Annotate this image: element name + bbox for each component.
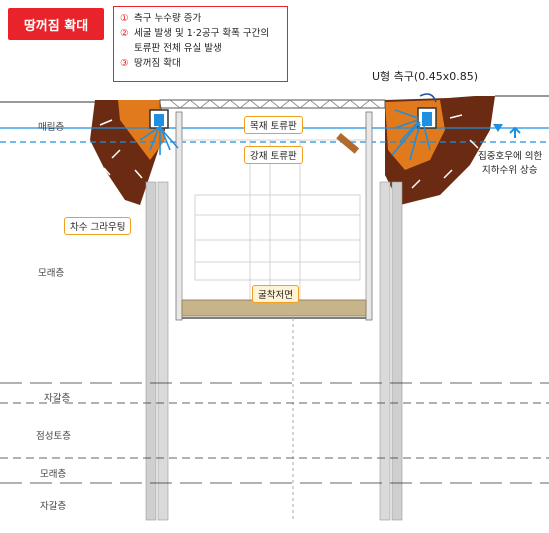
left-pile-outer — [145, 181, 157, 521]
legend-text: 측구 누수량 증가 — [134, 13, 202, 24]
overflow-arrow — [419, 93, 437, 103]
top-strut-truss — [169, 99, 381, 109]
legend-text: 땅꺼짐 확대 — [134, 58, 181, 69]
u-ditch-label: U형 측구(0.45x0.85) — [372, 70, 478, 83]
grouting-tag: 차수 그라우팅 — [64, 217, 132, 235]
layer-clay-label: 점성토층 — [36, 431, 71, 442]
ground-surface-line — [0, 95, 549, 103]
legend-box: ① 측구 누수량 증가 ② 세굴 발생 및 1·2공구 확폭 구간의 토류판 전… — [113, 6, 288, 82]
wood-panel-tag: 목재 토류판 — [244, 116, 303, 134]
legend-item-2: ② 세굴 발생 및 1·2공구 확폭 구간의 — [120, 26, 281, 41]
layer-gravel2-label: 자갈층 — [40, 501, 67, 512]
layer-fill-label: 매립층 — [38, 122, 65, 133]
groundwater-label: 집중호우에 의한 — [478, 151, 543, 162]
legend-text: 토류판 전체 유실 발생 — [134, 43, 222, 54]
right-pile-inner — [379, 181, 391, 521]
steel-panel-tag: 강재 토류판 — [244, 146, 303, 164]
legend-number: ① — [120, 13, 129, 24]
legend-item-3: ③ 땅꺼짐 확대 — [120, 56, 281, 71]
title-badge: 땅꺼짐 확대 — [8, 8, 104, 40]
legend-item-2-cont: 토류판 전체 유실 발생 — [120, 41, 281, 56]
water-rise-arrow — [509, 126, 521, 138]
layer-gravel1-label: 자갈층 — [44, 393, 71, 404]
excavation-floor-tag: 굴착저면 — [252, 285, 299, 303]
top-strut — [159, 99, 386, 109]
soil-movement-arrows — [99, 114, 479, 189]
groundwater-label-2: 지하수위 상승 — [482, 165, 538, 176]
right-pile-outer — [391, 181, 403, 521]
layer-sand1-label: 모래층 — [38, 268, 65, 279]
right-wall-panel — [365, 111, 373, 321]
legend-number: ③ — [120, 58, 129, 69]
water-level-marker — [493, 124, 503, 132]
left-wall-panel — [175, 111, 183, 321]
left-u-ditch-water — [154, 114, 164, 126]
fallen-panel — [336, 132, 360, 154]
interior-struts — [194, 140, 361, 300]
legend-number: ② — [120, 28, 129, 39]
legend-item-1: ① 측구 누수량 증가 — [120, 11, 281, 26]
left-pile-inner — [157, 181, 169, 521]
excavation-interior — [181, 139, 367, 301]
seepage-arrows — [139, 109, 431, 161]
legend-text: 세굴 발생 및 1·2공구 확폭 구간의 — [134, 28, 270, 39]
layer-sand2-label: 모래층 — [40, 469, 67, 480]
right-u-ditch-water — [422, 112, 432, 126]
